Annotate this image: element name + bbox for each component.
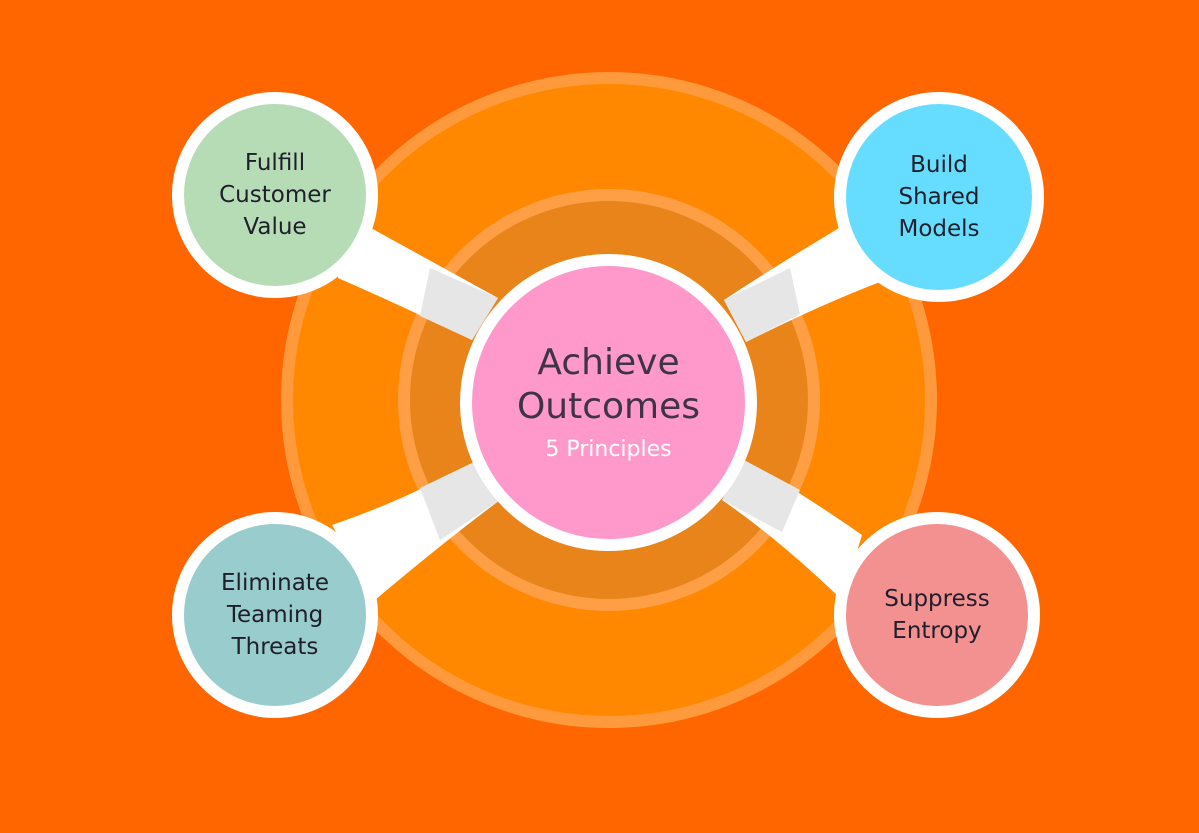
center-node: Achieve Outcomes 5 Principles [460,254,757,551]
principle-label: Eliminate Teaming Threats [221,570,329,660]
connector-shade-bottom-left [420,462,500,540]
principle-node-suppress-entropy: Suppress Entropy [834,512,1040,718]
connector-shade-top-left [420,268,498,340]
principle-node-fulfill-customer-value: Fulfill Customer Value [172,92,378,298]
center-subtitle: 5 Principles [545,436,672,462]
connector-shade-top-right [724,268,800,342]
principle-label: Suppress Entropy [884,586,990,644]
principle-node-build-shared-models: Build Shared Models [834,92,1044,302]
principle-node-eliminate-teaming-threats: Eliminate Teaming Threats [172,512,378,718]
principle-label: Build Shared Models [898,152,980,242]
principle-label: Fulfill Customer Value [219,150,331,240]
connector-shade-bottom-right [722,460,800,532]
center-title: Achieve Outcomes [516,341,701,427]
